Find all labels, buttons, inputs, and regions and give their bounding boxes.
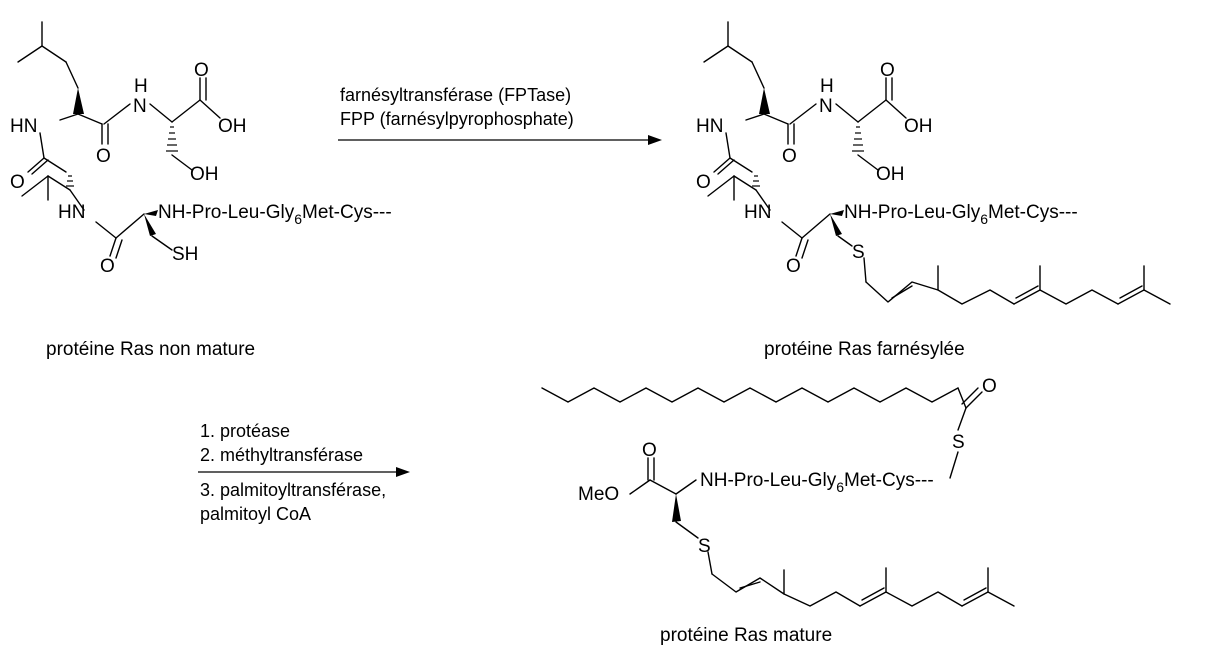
molecule3-labels: O S O MeO S NH-Pro-Leu-Gly6Met-Cys--- pr… (578, 376, 997, 646)
atom-label-hn: HN (696, 116, 723, 137)
atom-label-s: S (852, 242, 865, 263)
atom-label-o: O (786, 256, 801, 277)
condition-text: 2. méthyltransférase (200, 445, 363, 465)
atom-label-o: O (982, 376, 997, 397)
condition-text: 3. palmitoyltransférase, (200, 480, 386, 500)
atom-label-sh: SH (172, 244, 198, 265)
atom-label-hn: HN (10, 116, 37, 137)
atom-label-hn: HN (58, 202, 85, 223)
caption-ras-farnesylee: protéine Ras farnésylée (764, 339, 965, 360)
condition-text: farnésyltransférase (FPTase) (340, 85, 571, 105)
peptide-chain-label: NH-Pro-Leu-Gly6Met-Cys--- (158, 202, 392, 227)
atom-label-o: O (696, 172, 711, 193)
atom-label-h: H (820, 76, 834, 97)
peptide-chain-label: NH-Pro-Leu-Gly6Met-Cys--- (844, 202, 1078, 227)
atom-label-o: O (100, 256, 115, 277)
caption-ras-non-mature: protéine Ras non mature (46, 339, 255, 360)
condition-text: 1. protéase (200, 421, 290, 441)
atom-label-n: N (133, 96, 147, 117)
atom-label-oh: OH (218, 116, 247, 137)
atom-label-s: S (952, 432, 965, 453)
condition-text: palmitoyl CoA (200, 504, 311, 524)
atom-label-n: N (819, 96, 833, 117)
molecule-ras-farnesylee (703, 21, 1171, 305)
caption-ras-mature: protéine Ras mature (660, 625, 832, 646)
atom-label-hn: HN (744, 202, 771, 223)
reaction-arrow-1: farnésyltransférase (FPTase) FPP (farnés… (338, 85, 662, 145)
condition-text: FPP (farnésylpyrophosphate) (340, 109, 574, 129)
atom-label-meo: MeO (578, 484, 619, 505)
atom-label-o: O (880, 60, 895, 81)
molecule1-labels: HN H N O O OH OH O HN O SH NH-Pro-Leu-Gl… (10, 60, 392, 360)
atom-label-oh: OH (190, 164, 219, 185)
peptide-chain-label: NH-Pro-Leu-Gly6Met-Cys--- (700, 470, 934, 495)
molecule-ras-non-mature (17, 21, 221, 259)
molecule2-labels: HN H N O O OH OH O HN O S NH-Pro-Leu-Gly… (696, 60, 1078, 360)
atom-label-o: O (782, 146, 797, 167)
atom-label-h: H (134, 76, 148, 97)
reaction-arrow-2: 1. protéase 2. méthyltransférase 3. palm… (198, 421, 410, 524)
atom-label-oh: OH (876, 164, 905, 185)
atom-label-oh: OH (904, 116, 933, 137)
atom-label-o: O (96, 146, 111, 167)
atom-label-o: O (10, 172, 25, 193)
atom-label-o: O (642, 440, 657, 461)
atom-label-s: S (698, 536, 711, 557)
molecule-ras-mature (541, 387, 1015, 607)
atom-label-o: O (194, 60, 209, 81)
